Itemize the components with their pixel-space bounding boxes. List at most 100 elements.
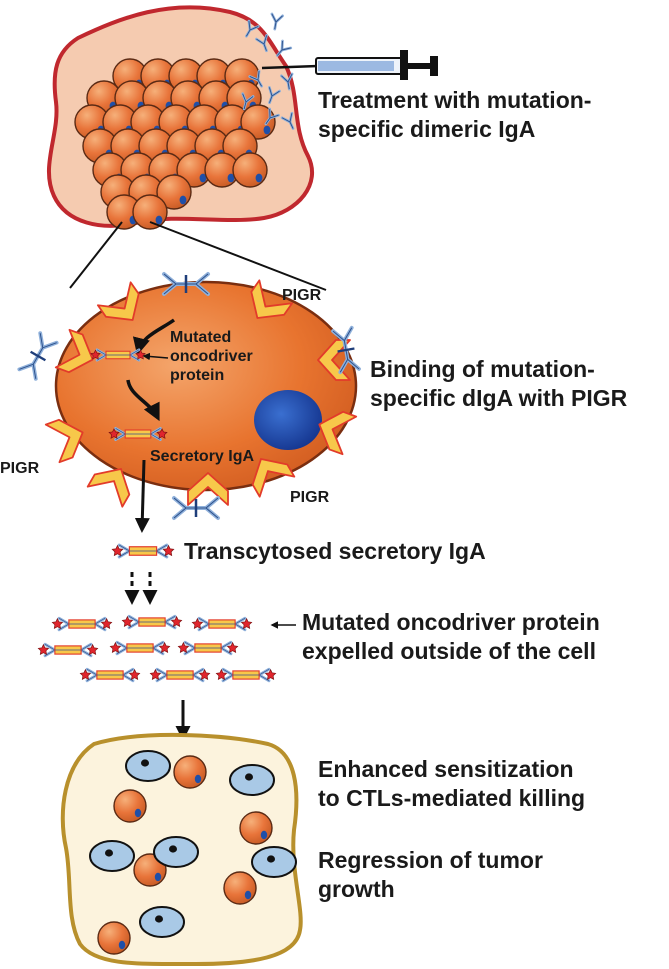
antibody-icon bbox=[280, 72, 294, 91]
antigen-icon bbox=[198, 668, 211, 680]
antigen-icon bbox=[215, 668, 228, 680]
cell-nucleus bbox=[118, 940, 126, 950]
secretory-iga-complex bbox=[51, 616, 113, 632]
ctl-nucleus bbox=[267, 855, 275, 863]
secretory-iga-complex bbox=[90, 348, 146, 362]
secretory-iga-complex bbox=[109, 640, 171, 656]
antigen-icon bbox=[135, 349, 146, 360]
ctl-cell bbox=[89, 840, 135, 872]
transcytosed-complex bbox=[111, 543, 175, 559]
tumor-cell bbox=[240, 104, 276, 140]
pigr-label-top-right: PIGR bbox=[282, 287, 322, 304]
antigen-icon bbox=[86, 643, 99, 655]
antibody-icon bbox=[248, 69, 263, 88]
tumor-cell bbox=[223, 871, 257, 905]
antibody-icon bbox=[268, 86, 281, 105]
antigen-icon bbox=[121, 615, 134, 627]
internalization-arrow bbox=[132, 318, 176, 356]
secretory-iga-label: Secretory IgA bbox=[150, 448, 255, 465]
antigen-icon bbox=[240, 617, 253, 629]
binding-label: Binding of mutation-specific dIgA with P… bbox=[370, 356, 628, 411]
expelled-complexes bbox=[37, 614, 277, 683]
antigen-icon bbox=[51, 617, 64, 629]
pointer-arrow-protein bbox=[142, 352, 169, 361]
diga-antibody-icon bbox=[17, 331, 59, 381]
antigen-icon bbox=[156, 428, 168, 439]
secretory-iga-complex bbox=[108, 426, 168, 442]
ctl-nucleus bbox=[155, 915, 163, 923]
antibody-icon bbox=[264, 107, 280, 126]
pigr-receptors bbox=[44, 279, 358, 508]
zoom-line-left bbox=[69, 221, 123, 289]
secretory-iga-complex bbox=[215, 667, 277, 683]
pigr-receptor bbox=[250, 279, 294, 319]
antigen-icon bbox=[111, 544, 124, 557]
antigen-icon bbox=[128, 668, 141, 680]
diga-antibody-icon bbox=[172, 496, 220, 520]
antigen-icon bbox=[162, 544, 175, 557]
secretory-iga-complex bbox=[111, 543, 175, 559]
antigen-icon bbox=[158, 641, 171, 653]
antibody-icon bbox=[270, 12, 284, 31]
secretory-iga-complex bbox=[79, 667, 141, 683]
pigr-receptor bbox=[44, 418, 84, 464]
antibody-icon bbox=[255, 34, 268, 53]
cell-nucleus bbox=[199, 173, 207, 183]
pigr-label-bottom-right: PIGR bbox=[290, 489, 330, 506]
pigr-receptor bbox=[96, 281, 140, 321]
pigr-receptor bbox=[317, 339, 351, 381]
secretory-iga-complex bbox=[37, 642, 99, 658]
diga-antibody-icon bbox=[162, 272, 210, 296]
cell-nucleus bbox=[155, 215, 163, 225]
antibody-icon bbox=[245, 19, 260, 38]
cell-nucleus bbox=[260, 830, 268, 840]
cell-nucleus bbox=[254, 390, 322, 450]
treatment-label: Treatment with mutation-specific dimeric… bbox=[318, 87, 592, 142]
cell-nucleus bbox=[263, 125, 271, 135]
exit-arrow bbox=[134, 459, 150, 533]
tumor-cell bbox=[97, 921, 131, 955]
cell-nucleus bbox=[255, 173, 263, 183]
antibody-icon bbox=[276, 39, 293, 57]
pigr-receptor bbox=[318, 410, 358, 456]
cell-nucleus bbox=[227, 173, 235, 183]
free-antibodies bbox=[241, 12, 295, 130]
ctl-cell bbox=[125, 750, 171, 782]
regression-cells bbox=[89, 750, 297, 955]
secretory-iga-complex bbox=[177, 640, 239, 656]
transcytosed-label: Transcytosed secretory IgA bbox=[184, 538, 486, 564]
diga-antibody-icon bbox=[331, 325, 361, 375]
antigen-icon bbox=[79, 668, 92, 680]
pigr-label-left: PIGR bbox=[0, 460, 40, 477]
tumor-cell-cluster bbox=[74, 58, 276, 230]
pigr-receptor bbox=[251, 458, 296, 498]
cell-nucleus bbox=[154, 872, 162, 882]
antigen-icon bbox=[177, 641, 190, 653]
tumor-cell bbox=[106, 194, 142, 230]
pigr-receptor bbox=[54, 328, 94, 374]
tumor-cell bbox=[239, 811, 273, 845]
tumor-cell bbox=[113, 789, 147, 823]
ctl-nucleus bbox=[169, 845, 177, 853]
cell-nucleus bbox=[194, 774, 202, 784]
ctl-cell bbox=[229, 764, 275, 796]
tumor-cell bbox=[156, 174, 192, 210]
ctl-cell bbox=[139, 906, 185, 938]
antigen-icon bbox=[226, 641, 239, 653]
pigr-receptor bbox=[86, 468, 131, 508]
tumor-cell bbox=[204, 152, 240, 188]
pigr-receptor bbox=[187, 472, 229, 506]
antigen-icon bbox=[37, 643, 50, 655]
sorting-arrow bbox=[126, 379, 160, 422]
antigen-icon bbox=[191, 617, 204, 629]
antigen-icon bbox=[108, 428, 120, 439]
syringe-icon bbox=[261, 50, 438, 80]
secretory-iga-complex bbox=[191, 616, 253, 632]
secretory-iga-complex bbox=[149, 667, 211, 683]
ctl-nucleus bbox=[105, 849, 113, 857]
antigen-icon bbox=[264, 668, 277, 680]
